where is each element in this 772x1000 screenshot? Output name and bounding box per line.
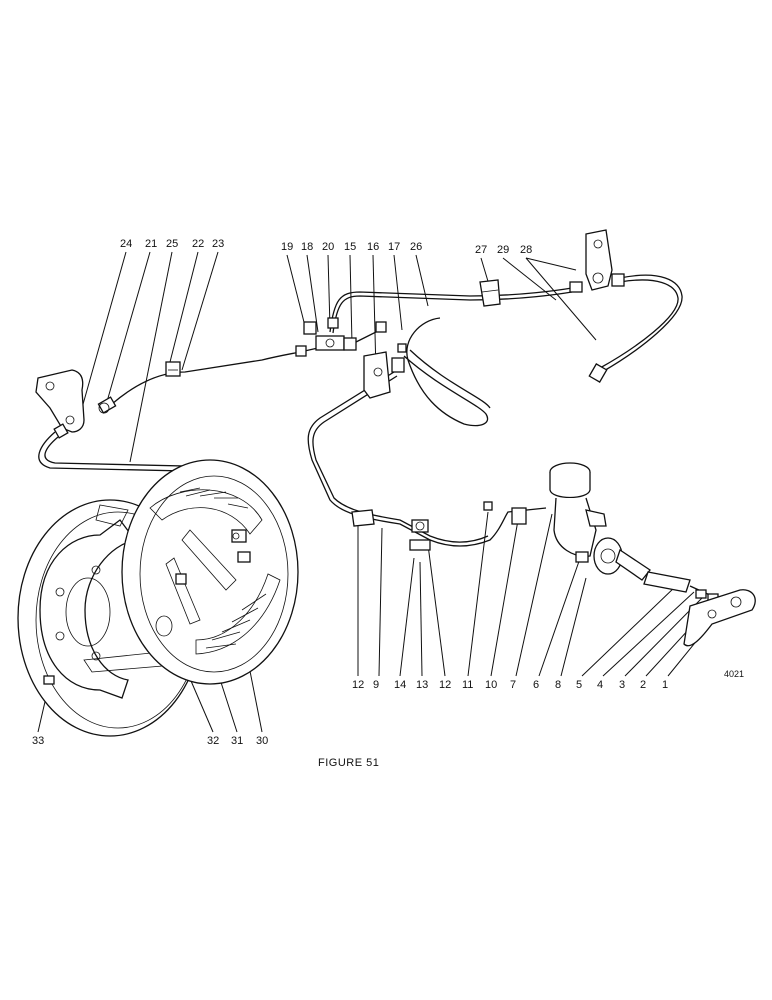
callout-5: 5	[576, 679, 582, 691]
callout-12a: 12	[352, 679, 364, 691]
left-bracket	[35, 369, 85, 439]
brake-backplate	[121, 459, 299, 685]
callout-15: 15	[344, 241, 356, 253]
callout-21: 21	[145, 238, 157, 250]
right-bracket	[569, 229, 625, 383]
lower-clips	[351, 501, 527, 551]
callouts-top-right: 27 29 28	[475, 244, 532, 256]
callout-7: 7	[510, 679, 516, 691]
master-cylinder	[549, 462, 651, 581]
union-300	[295, 345, 307, 357]
callout-4: 4	[597, 679, 603, 691]
clip-27	[479, 279, 501, 307]
middle-bracket	[363, 343, 407, 399]
figure-caption: FIGURE 51	[318, 757, 379, 769]
callout-19: 19	[281, 241, 293, 253]
shoe-lining-hatching	[179, 487, 267, 649]
callouts-top-left: 24 21 25 22 23	[120, 238, 224, 250]
callout-22: 22	[192, 238, 204, 250]
callout-3: 3	[619, 679, 625, 691]
callout-24: 24	[120, 238, 132, 250]
figure-reference: 4021	[724, 669, 744, 679]
callout-20: 20	[322, 241, 334, 253]
callout-28: 28	[520, 244, 532, 256]
callout-27: 27	[475, 244, 487, 256]
callout-8: 8	[555, 679, 561, 691]
four-way-connector	[303, 317, 387, 351]
callout-17: 17	[388, 241, 400, 253]
callout-14: 14	[394, 679, 406, 691]
callout-23: 23	[212, 238, 224, 250]
callout-6: 6	[533, 679, 539, 691]
callouts-top-middle: 19 18 20 15 16 17 26	[281, 241, 422, 253]
brake-pipes	[38, 274, 683, 547]
callout-12b: 12	[439, 679, 451, 691]
callout-13: 13	[416, 679, 428, 691]
callout-10: 10	[485, 679, 497, 691]
callout-32: 32	[207, 735, 219, 747]
push-rod	[643, 571, 719, 603]
callout-16: 16	[367, 241, 379, 253]
left-union	[97, 396, 117, 414]
callouts-bottom-right: 12 9 14 13 12 11 10 7 6 8 5 4 3 2 1	[352, 679, 668, 691]
callout-11: 11	[462, 679, 473, 691]
callout-29: 29	[497, 244, 509, 256]
callout-9: 9	[373, 679, 379, 691]
pedal-lever	[683, 589, 756, 647]
callouts-bottom-left: 33 32 31 30	[32, 735, 268, 747]
callout-18: 18	[301, 241, 313, 253]
clip-22	[165, 361, 181, 377]
callout-25: 25	[166, 238, 178, 250]
callout-33: 33	[32, 735, 44, 747]
callout-30: 30	[256, 735, 268, 747]
callout-1: 1	[662, 679, 668, 691]
callout-31: 31	[231, 735, 243, 747]
callout-26: 26	[410, 241, 422, 253]
callout-2: 2	[640, 679, 646, 691]
